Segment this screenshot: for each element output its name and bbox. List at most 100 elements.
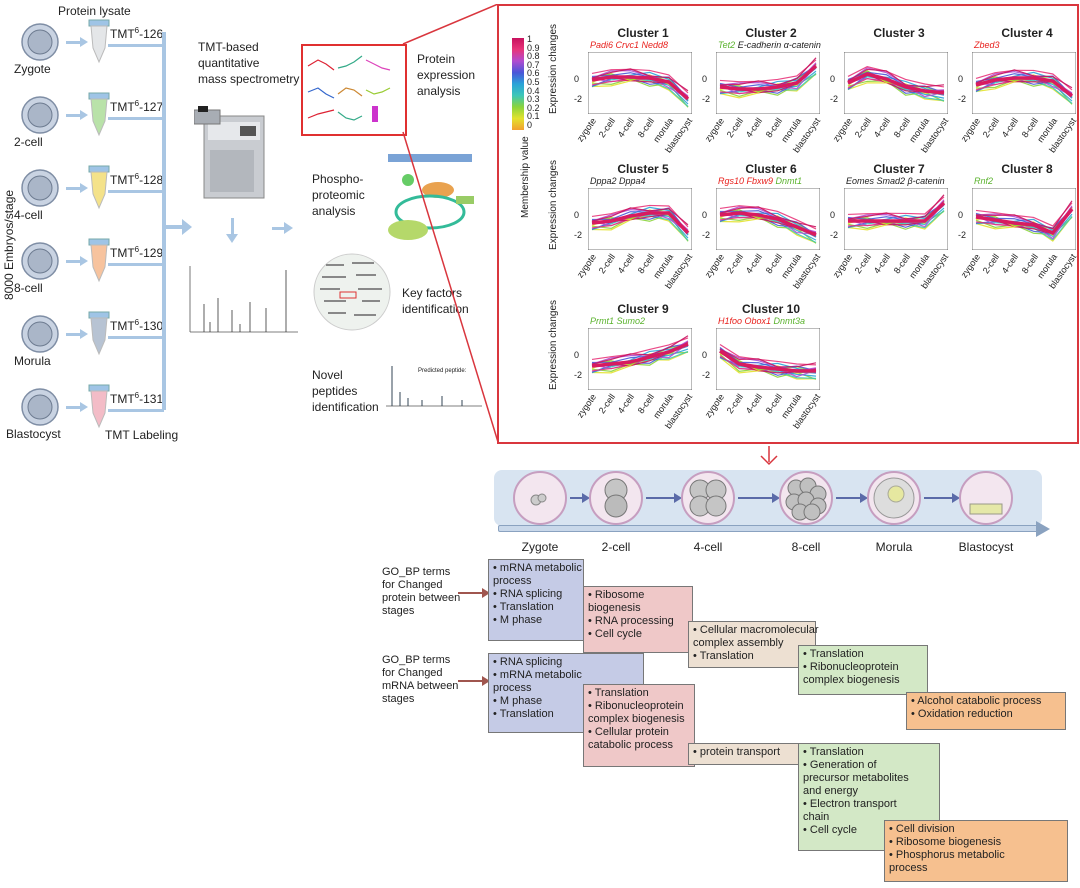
cluster-genes-4: Zbed3 (974, 40, 1000, 50)
go_protein-box-item: • M phase (493, 614, 543, 626)
cluster-series-line (591, 337, 689, 361)
cluster-ytick: 0 (702, 210, 708, 220)
go_protein-box-item: • Translation (493, 601, 554, 613)
go_mrna-box-item: • Translation (493, 708, 554, 720)
go_protein-heading-arrow (458, 592, 484, 594)
cluster-gene-label: Eomes Smad2 β-catenin (846, 176, 945, 186)
cluster-series-line (719, 206, 817, 228)
tube-2-icon (88, 92, 110, 137)
go_mrna-box-item: • RNA splicing (493, 656, 563, 668)
tmt-superscript: 6 (134, 26, 140, 35)
cluster-series-line (719, 353, 817, 380)
tmt-code: -131 (139, 392, 164, 406)
timeline-stage-label-2: 2-cell (601, 540, 631, 554)
cluster-series-line (719, 57, 817, 86)
tube-3-icon (88, 165, 110, 210)
protein-expression-thumbnail (307, 55, 391, 122)
go_protein-box-item: • Cell cycle (588, 628, 642, 640)
cluster-ytick: 0 (830, 210, 836, 220)
analysis-1-line2: expression (417, 68, 476, 82)
mass-spectrometer-image (194, 106, 265, 199)
cluster-series-line (591, 68, 689, 94)
go_mrna-box-item: • Generation of (803, 759, 877, 771)
key-factors-network-image (313, 253, 391, 331)
go_mrna-box-3: • protein transport (688, 743, 802, 765)
cluster-ytick: -2 (830, 94, 839, 104)
cluster-gene-label: H1foo Obox1 (718, 316, 774, 326)
stage-arrow-1 (66, 41, 82, 44)
go_mrna-box-item: • Phosphorus metabolic (889, 849, 1005, 861)
cluster-centroid-line (591, 211, 690, 235)
colorbar-tick: 0.2 (527, 102, 540, 113)
cluster-ytick: -2 (830, 230, 839, 240)
timeline-stage-label-5: Morula (875, 540, 913, 554)
go_protein-box-item: complex biogenesis (803, 674, 900, 686)
cluster-centroid-line (848, 201, 946, 223)
embryo-1-image (21, 23, 59, 61)
timeline-arrow-3 (738, 497, 774, 499)
ms-title-1: TMT-based (198, 40, 259, 54)
cluster-gene-label: E-cadherin α-catenin (737, 40, 821, 50)
cluster-ytick: -2 (574, 230, 583, 240)
phospho-pathway-image (388, 154, 474, 240)
timeline-arrow-5 (924, 497, 954, 499)
go_protein-box-item: process (493, 575, 532, 587)
embryo-3-image (21, 169, 59, 207)
cluster-ytick: 0 (574, 210, 580, 220)
timeline-arrow-head-4 (860, 493, 868, 503)
cluster-genes-2: Tet2 E-cadherin α-catenin (718, 40, 821, 50)
go_mrna-box-item: process (493, 682, 532, 694)
colorbar-tick: 1 (527, 34, 533, 44)
stage-name-1: Zygote (14, 62, 51, 76)
cluster-gene-label: Rgs10 Fbxw9 (718, 176, 776, 186)
cluster-series-line (719, 343, 817, 366)
timeline-embryo-6-image (959, 471, 1013, 525)
tmt-prefix: TMT (110, 246, 135, 260)
cluster-series-line (975, 202, 1073, 227)
novel-peptide-spectrum-image (386, 366, 482, 407)
ms-down-arrow (231, 218, 234, 236)
cluster-plot-3 (844, 52, 948, 114)
cluster-series-line (847, 196, 945, 216)
tube-connector-3 (108, 190, 164, 193)
timeline-arrow-1 (570, 497, 584, 499)
ms-right-arrow-head (284, 222, 293, 234)
cluster-title-9: Cluster 9 (617, 302, 669, 316)
colorbar-tick: 0.8 (527, 51, 540, 62)
cluster-panel (497, 4, 1079, 444)
colorbar-tick: 0.1 (527, 111, 540, 122)
cluster-ytick: -2 (958, 94, 967, 104)
tmt-prefix: TMT (110, 392, 135, 406)
cluster-series-line (591, 213, 689, 242)
tmt-prefix: TMT (110, 173, 135, 187)
cluster-gene-label: Zbed3 (974, 40, 1000, 50)
cluster-ytick: -2 (574, 370, 583, 380)
cluster-gene-label: Tet2 (718, 40, 738, 50)
go_mrna-box-item: • Ribonucleoprotein (588, 700, 684, 712)
cluster-title-5: Cluster 5 (617, 162, 669, 176)
cluster-ytick: 0 (958, 210, 964, 220)
analysis-2-line1: Phospho- (312, 172, 364, 186)
cluster-genes-7: Eomes Smad2 β-catenin (846, 176, 945, 186)
cluster-genes-9: Prmt1 Sumo2 (590, 316, 645, 326)
go_protein-box-2: • Ribosome biogenesis• RNA processing• C… (583, 586, 693, 653)
go_mrna-box-item: catabolic process (588, 739, 673, 751)
tube-4-icon (88, 238, 110, 283)
go_protein-box-item: complex assembly (693, 637, 784, 649)
cluster-centroid-line (719, 211, 817, 237)
go_mrna-box-item: precursor metabolites (803, 772, 909, 784)
go_protein-box-item: • RNA splicing (493, 588, 563, 600)
tmt-label-5: TMT6-130 (110, 318, 163, 333)
colorbar-tick: 0.6 (527, 68, 540, 79)
cluster-plot-10 (716, 328, 820, 390)
go_mrna-box-item: • Translation (803, 746, 864, 758)
cluster-ytick: -2 (958, 230, 967, 240)
stage-arrow-6 (66, 406, 82, 409)
timeline-axis-arrowhead (1036, 521, 1050, 537)
go_mrna-box-item: chain (803, 811, 830, 823)
cluster-series-line (847, 66, 945, 88)
tmt-superscript: 6 (134, 99, 140, 108)
zoom-connector-lines (402, 4, 499, 443)
go_mrna-heading-arrow-head (482, 676, 490, 686)
tube-connector-4 (108, 263, 164, 266)
